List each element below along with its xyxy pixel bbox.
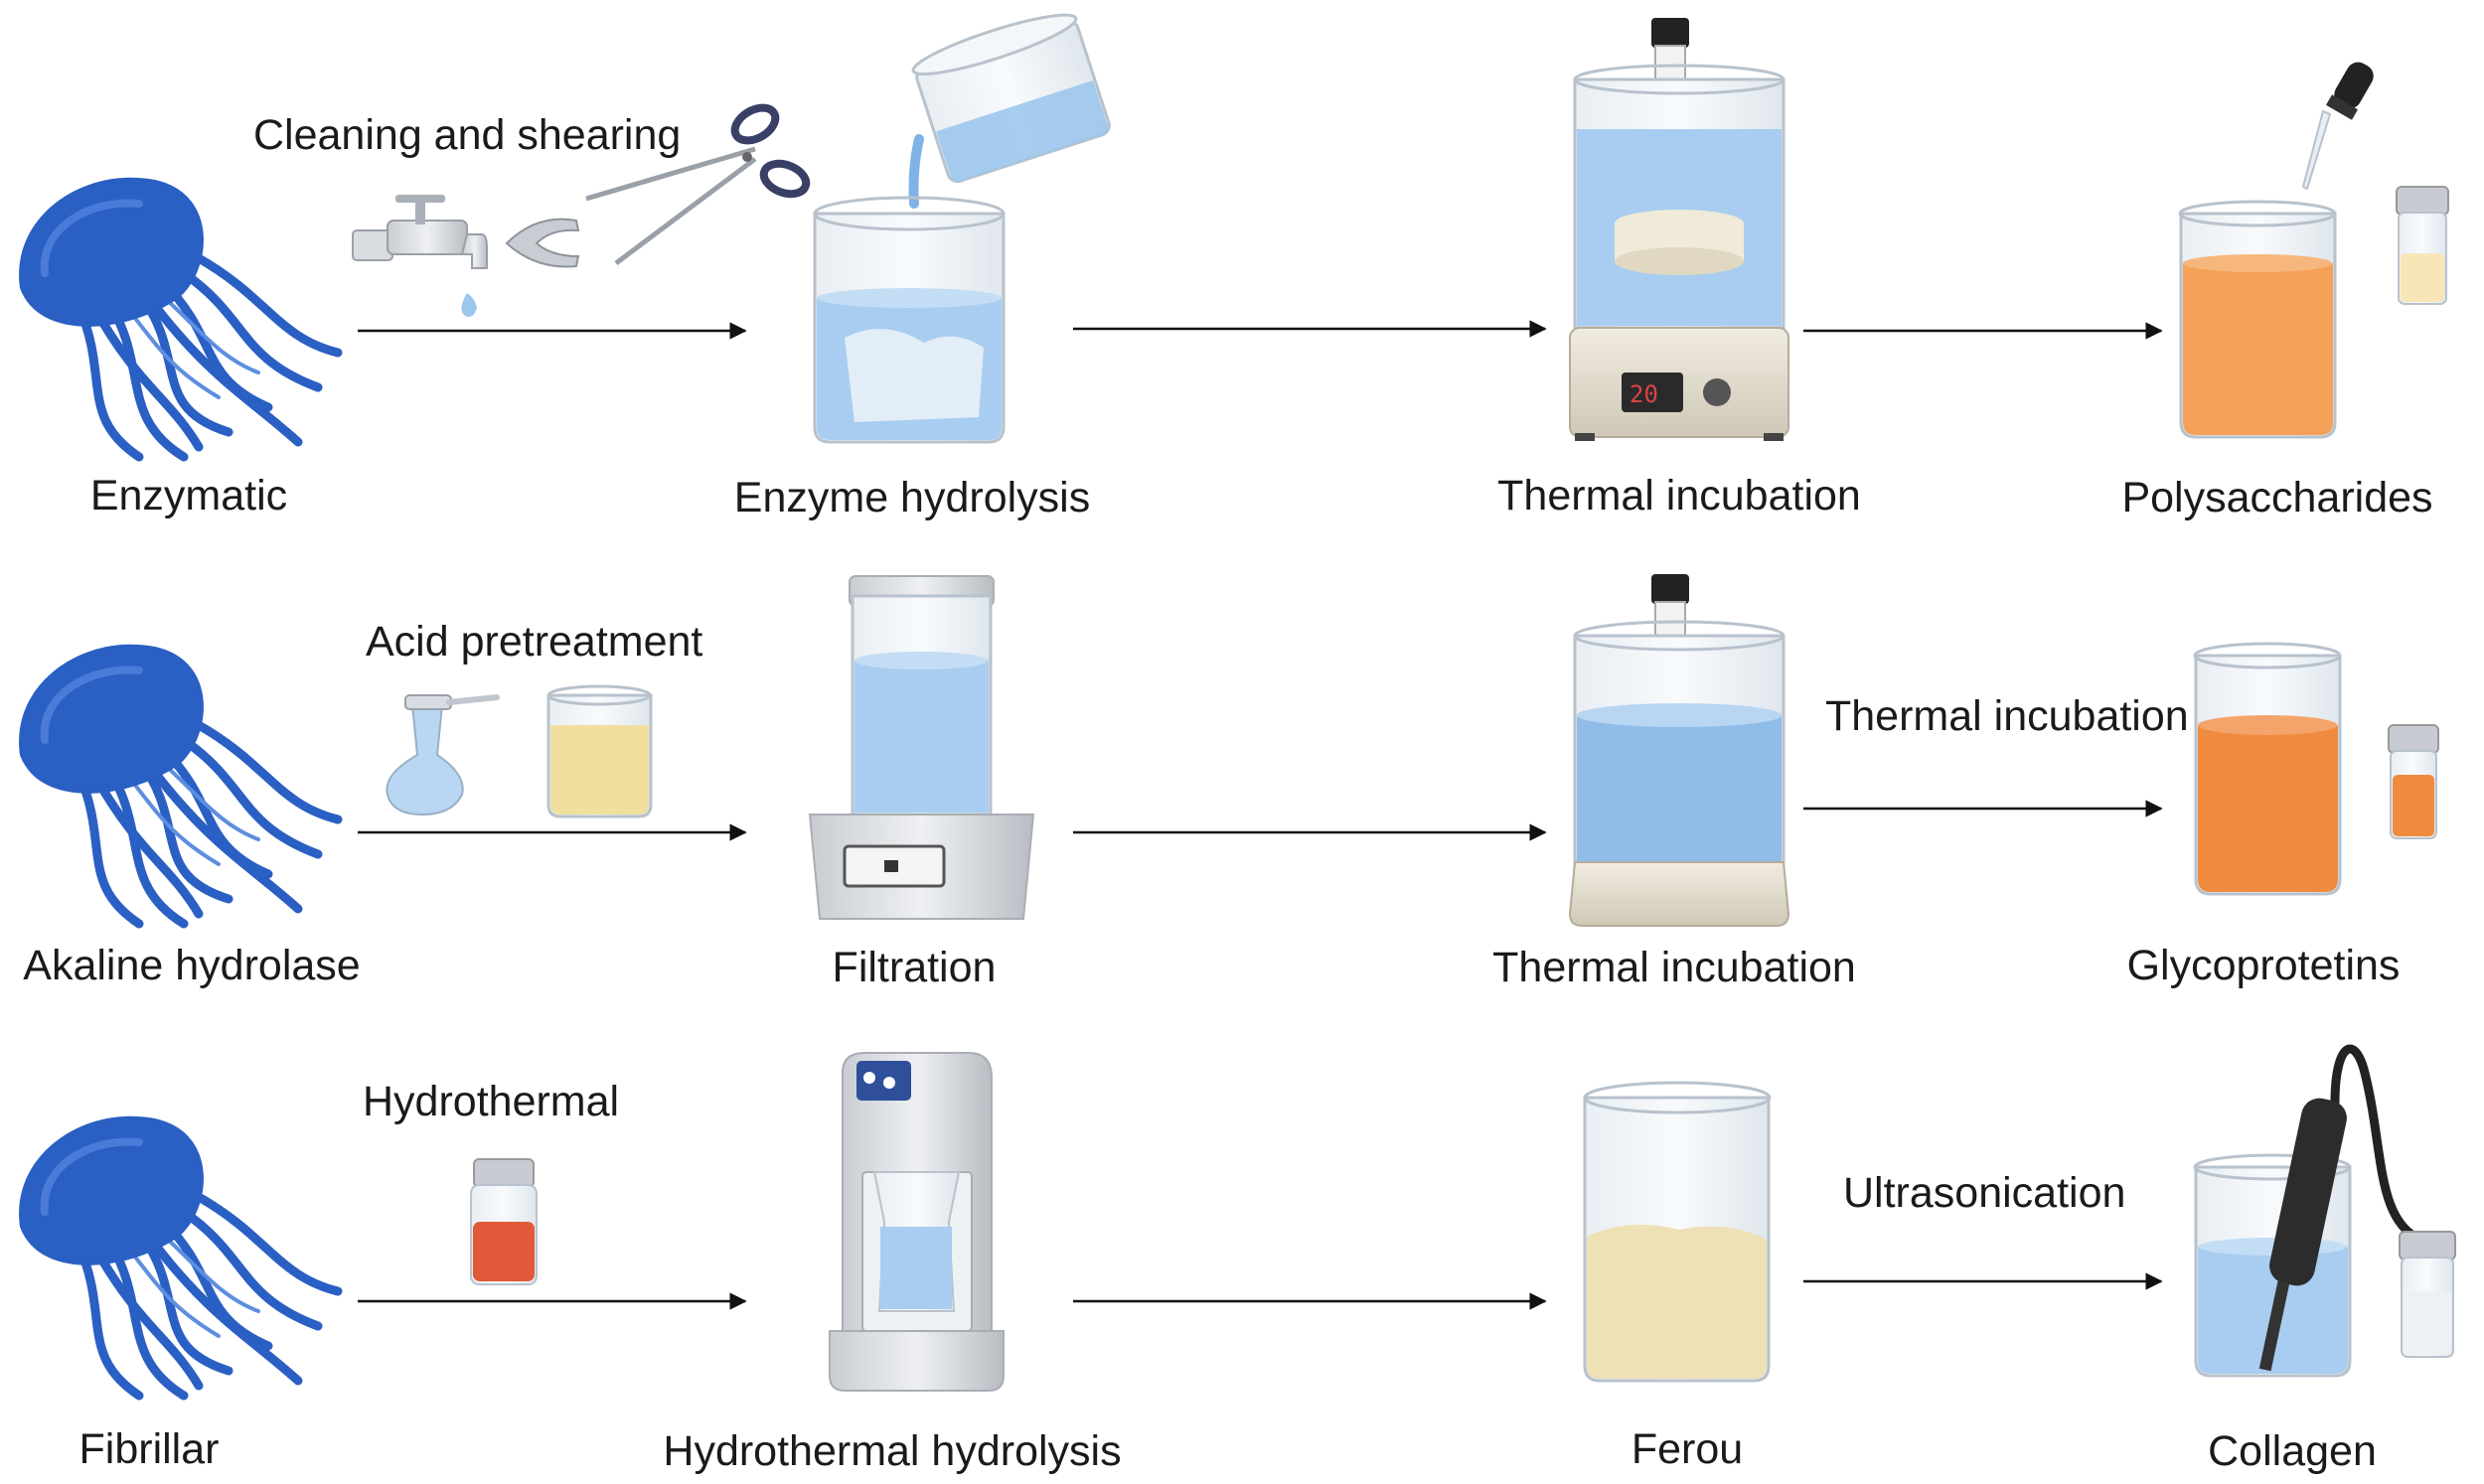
heater-stirrer-icon: 20 (1569, 18, 1789, 441)
flask-icon (386, 694, 500, 816)
product-beaker-glycoproteins (2193, 642, 2342, 896)
label-source-1: Enzymatic (89, 472, 288, 519)
label-step1-2: Filtration (832, 944, 997, 991)
jellyfish-icon (19, 177, 343, 462)
clip-icon (505, 218, 580, 268)
scissors-icon (585, 103, 811, 265)
label-step2-1: Thermal incubation (1497, 472, 1861, 519)
arrows (358, 320, 2163, 1310)
beaker-icon-acid (546, 684, 653, 818)
label-product-3: Collagen (2208, 1427, 2377, 1475)
label-step2-2: Thermal incubation (1492, 944, 1856, 991)
label-step2-3: Ferou (1630, 1425, 1744, 1473)
label-pretreatment-3: Hydrothermal (363, 1078, 620, 1125)
faucet-icon (352, 195, 488, 317)
heater-stirrer-icon-2 (1568, 574, 1790, 927)
vial-icon-2 (2388, 724, 2439, 839)
label-arrow-3: Ultrasonication (1843, 1169, 2126, 1217)
beaker-icon-enzyme (813, 196, 1006, 444)
label-pretreatment-1: Cleaning and shearing (253, 111, 682, 159)
svg-text:20: 20 (1630, 380, 1658, 408)
label-source-3: Fibrillar (78, 1425, 220, 1473)
label-product-2: Glycoprotetins (2126, 942, 2401, 989)
dropper-icon (2301, 62, 2374, 191)
label-source-2: Akaline hydrolase (23, 942, 361, 989)
label-product-1: Polysaccharides (2121, 474, 2433, 521)
pour-stream (908, 134, 924, 209)
label-arrow-2: Thermal incubation (1825, 692, 2189, 740)
pouring-beaker-icon (911, 13, 1111, 184)
vial-icon-1 (2396, 186, 2449, 305)
product-beaker-polysaccharides (2178, 200, 2337, 439)
label-step1-3: Hydrothermal hydrolysis (663, 1427, 1122, 1475)
filtration-device-icon (808, 575, 1035, 920)
label-step1-1: Enzyme hydrolysis (733, 474, 1091, 521)
hydrothermal-reactor-icon (829, 1052, 1005, 1392)
ultrasonic-probe-icon (2258, 1044, 2429, 1372)
label-pretreatment-2: Acid pretreatment (366, 618, 703, 666)
vial-icon-3 (2399, 1231, 2456, 1358)
red-vial-icon (470, 1158, 538, 1285)
beaker-icon-ferou (1583, 1081, 1772, 1383)
